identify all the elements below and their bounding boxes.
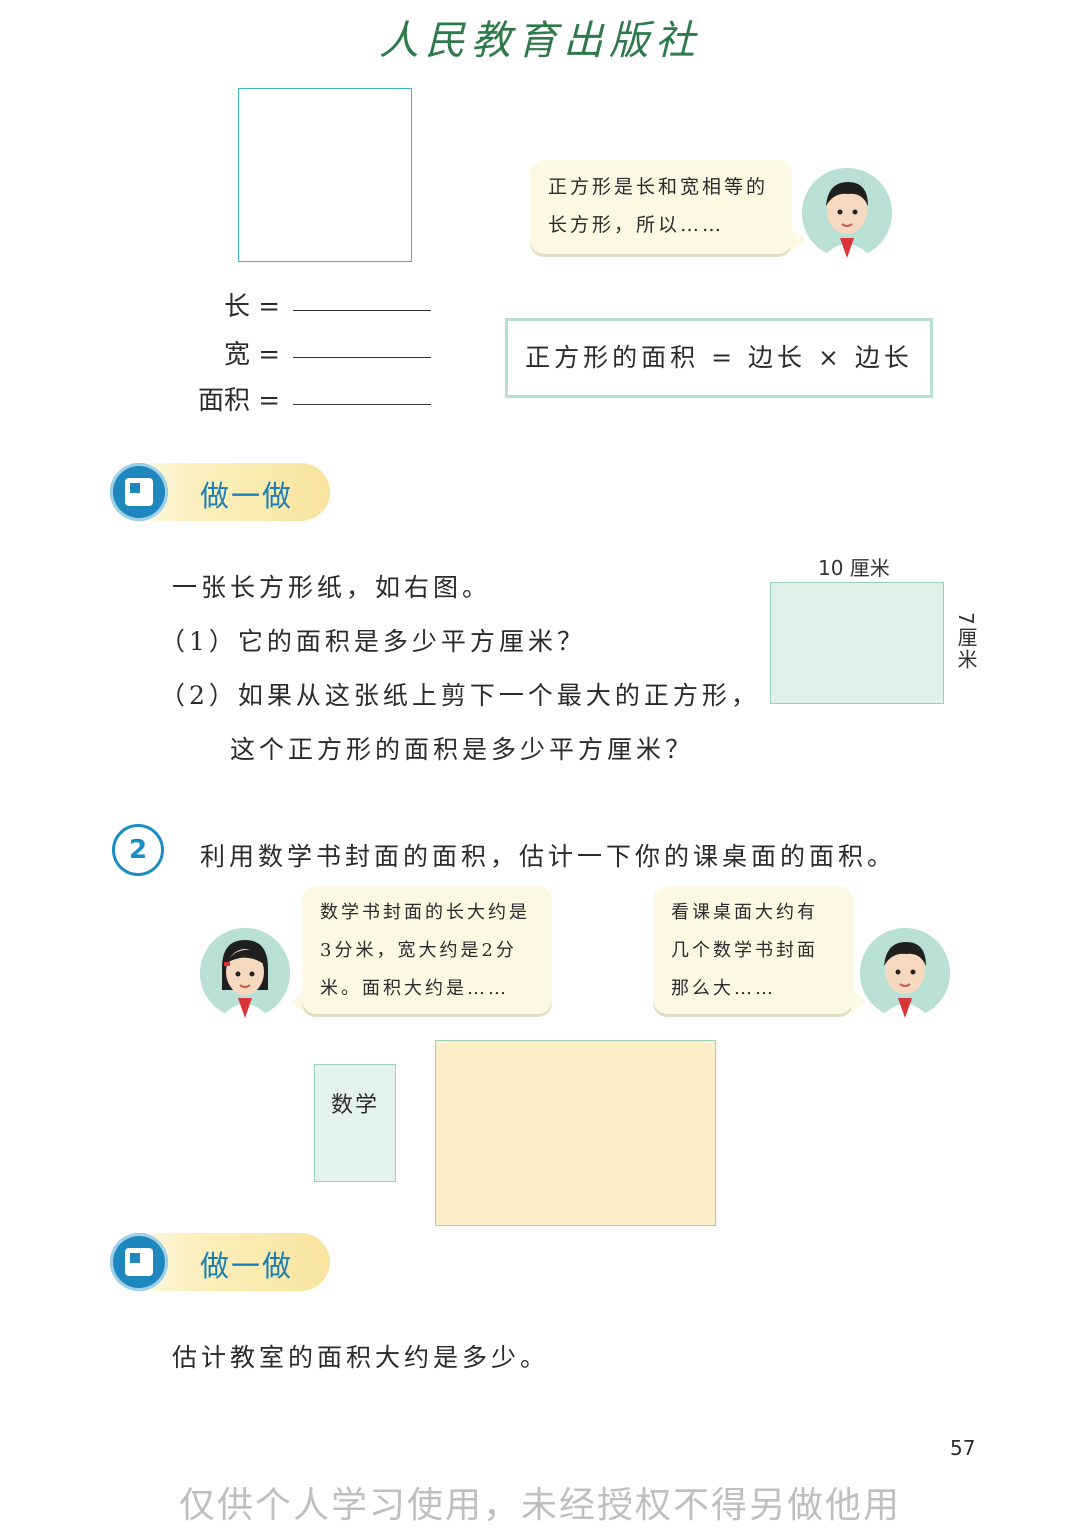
try-it-banner: 做一做 <box>110 1233 330 1291</box>
area-answer-line[interactable] <box>293 403 431 405</box>
bubble-line: 几个数学书封面 <box>671 940 818 961</box>
rect-width-label: 10 厘米 <box>818 556 890 580</box>
square-outline <box>238 88 412 262</box>
boy-avatar <box>802 168 892 258</box>
exercise-1-q2: （2）如果从这张纸上剪下一个最大的正方形， <box>160 681 760 710</box>
bubble-line: 米。面积大约是…… <box>320 978 509 999</box>
boy-avatar <box>860 928 950 1018</box>
bubble-line: 3分米，宽大约是2分 <box>320 940 517 961</box>
try-it-label: 做一做 <box>200 1249 294 1283</box>
math-book-cover: 数学 <box>314 1064 396 1182</box>
girl-avatar <box>200 928 290 1018</box>
length-label: 长 = <box>223 292 280 322</box>
bubble-tail <box>851 990 867 1014</box>
rect-height-label: 7厘米 <box>954 612 978 671</box>
paper-rectangle <box>770 582 944 704</box>
publisher-logo: 人民教育出版社 <box>379 18 701 64</box>
exercise-1-intro: 一张长方形纸，如右图。 <box>172 573 492 602</box>
try-it-label: 做一做 <box>200 479 294 513</box>
square-cut-icon <box>125 1248 153 1276</box>
exercise-1-q1: （1）它的面积是多少平方厘米？ <box>160 627 586 656</box>
exercise-1-q2-cont: 这个正方形的面积是多少平方厘米？ <box>230 735 695 764</box>
speech-bubble-square: 正方形是长和宽相等的 长方形，所以…… <box>530 160 792 254</box>
usage-watermark: 仅供个人学习使用，未经授权不得另做他用 <box>178 1485 901 1526</box>
width-answer-line[interactable] <box>293 356 431 358</box>
boy-face-icon <box>802 168 892 258</box>
length-answer-line[interactable] <box>293 309 431 311</box>
try-it-icon <box>110 1233 168 1291</box>
speech-bubble-boy: 看课桌面大约有 几个数学书封面 那么大…… <box>653 886 853 1014</box>
exercise-3-text: 估计教室的面积大约是多少。 <box>172 1343 550 1372</box>
girl-face-icon <box>200 928 290 1018</box>
exercise-number-badge: 2 <box>112 824 164 876</box>
desk-surface <box>435 1040 716 1226</box>
page-number: 57 <box>950 1436 976 1460</box>
bubble-line: 长方形，所以…… <box>548 214 725 236</box>
square-cut-icon <box>125 478 153 506</box>
bubble-line: 那么大…… <box>671 978 776 999</box>
bubble-line: 看课桌面大约有 <box>671 902 818 923</box>
try-it-icon <box>110 463 168 521</box>
area-label: 面积 = <box>197 386 280 416</box>
bubble-tail <box>790 228 806 252</box>
bubble-line: 数学书封面的长大约是 <box>320 902 530 923</box>
book-title: 数学 <box>330 1093 379 1118</box>
width-label: 宽 = <box>223 340 280 370</box>
try-it-banner: 做一做 <box>110 463 330 521</box>
bubble-line: 正方形是长和宽相等的 <box>548 176 769 198</box>
square-area-formula: 正方形的面积 = 边长 × 边长 <box>505 318 933 398</box>
boy-face-icon <box>860 928 950 1018</box>
speech-bubble-girl: 数学书封面的长大约是 3分米，宽大约是2分 米。面积大约是…… <box>302 886 552 1014</box>
exercise-2-text: 利用数学书封面的面积，估计一下你的课桌面的面积。 <box>200 842 897 871</box>
